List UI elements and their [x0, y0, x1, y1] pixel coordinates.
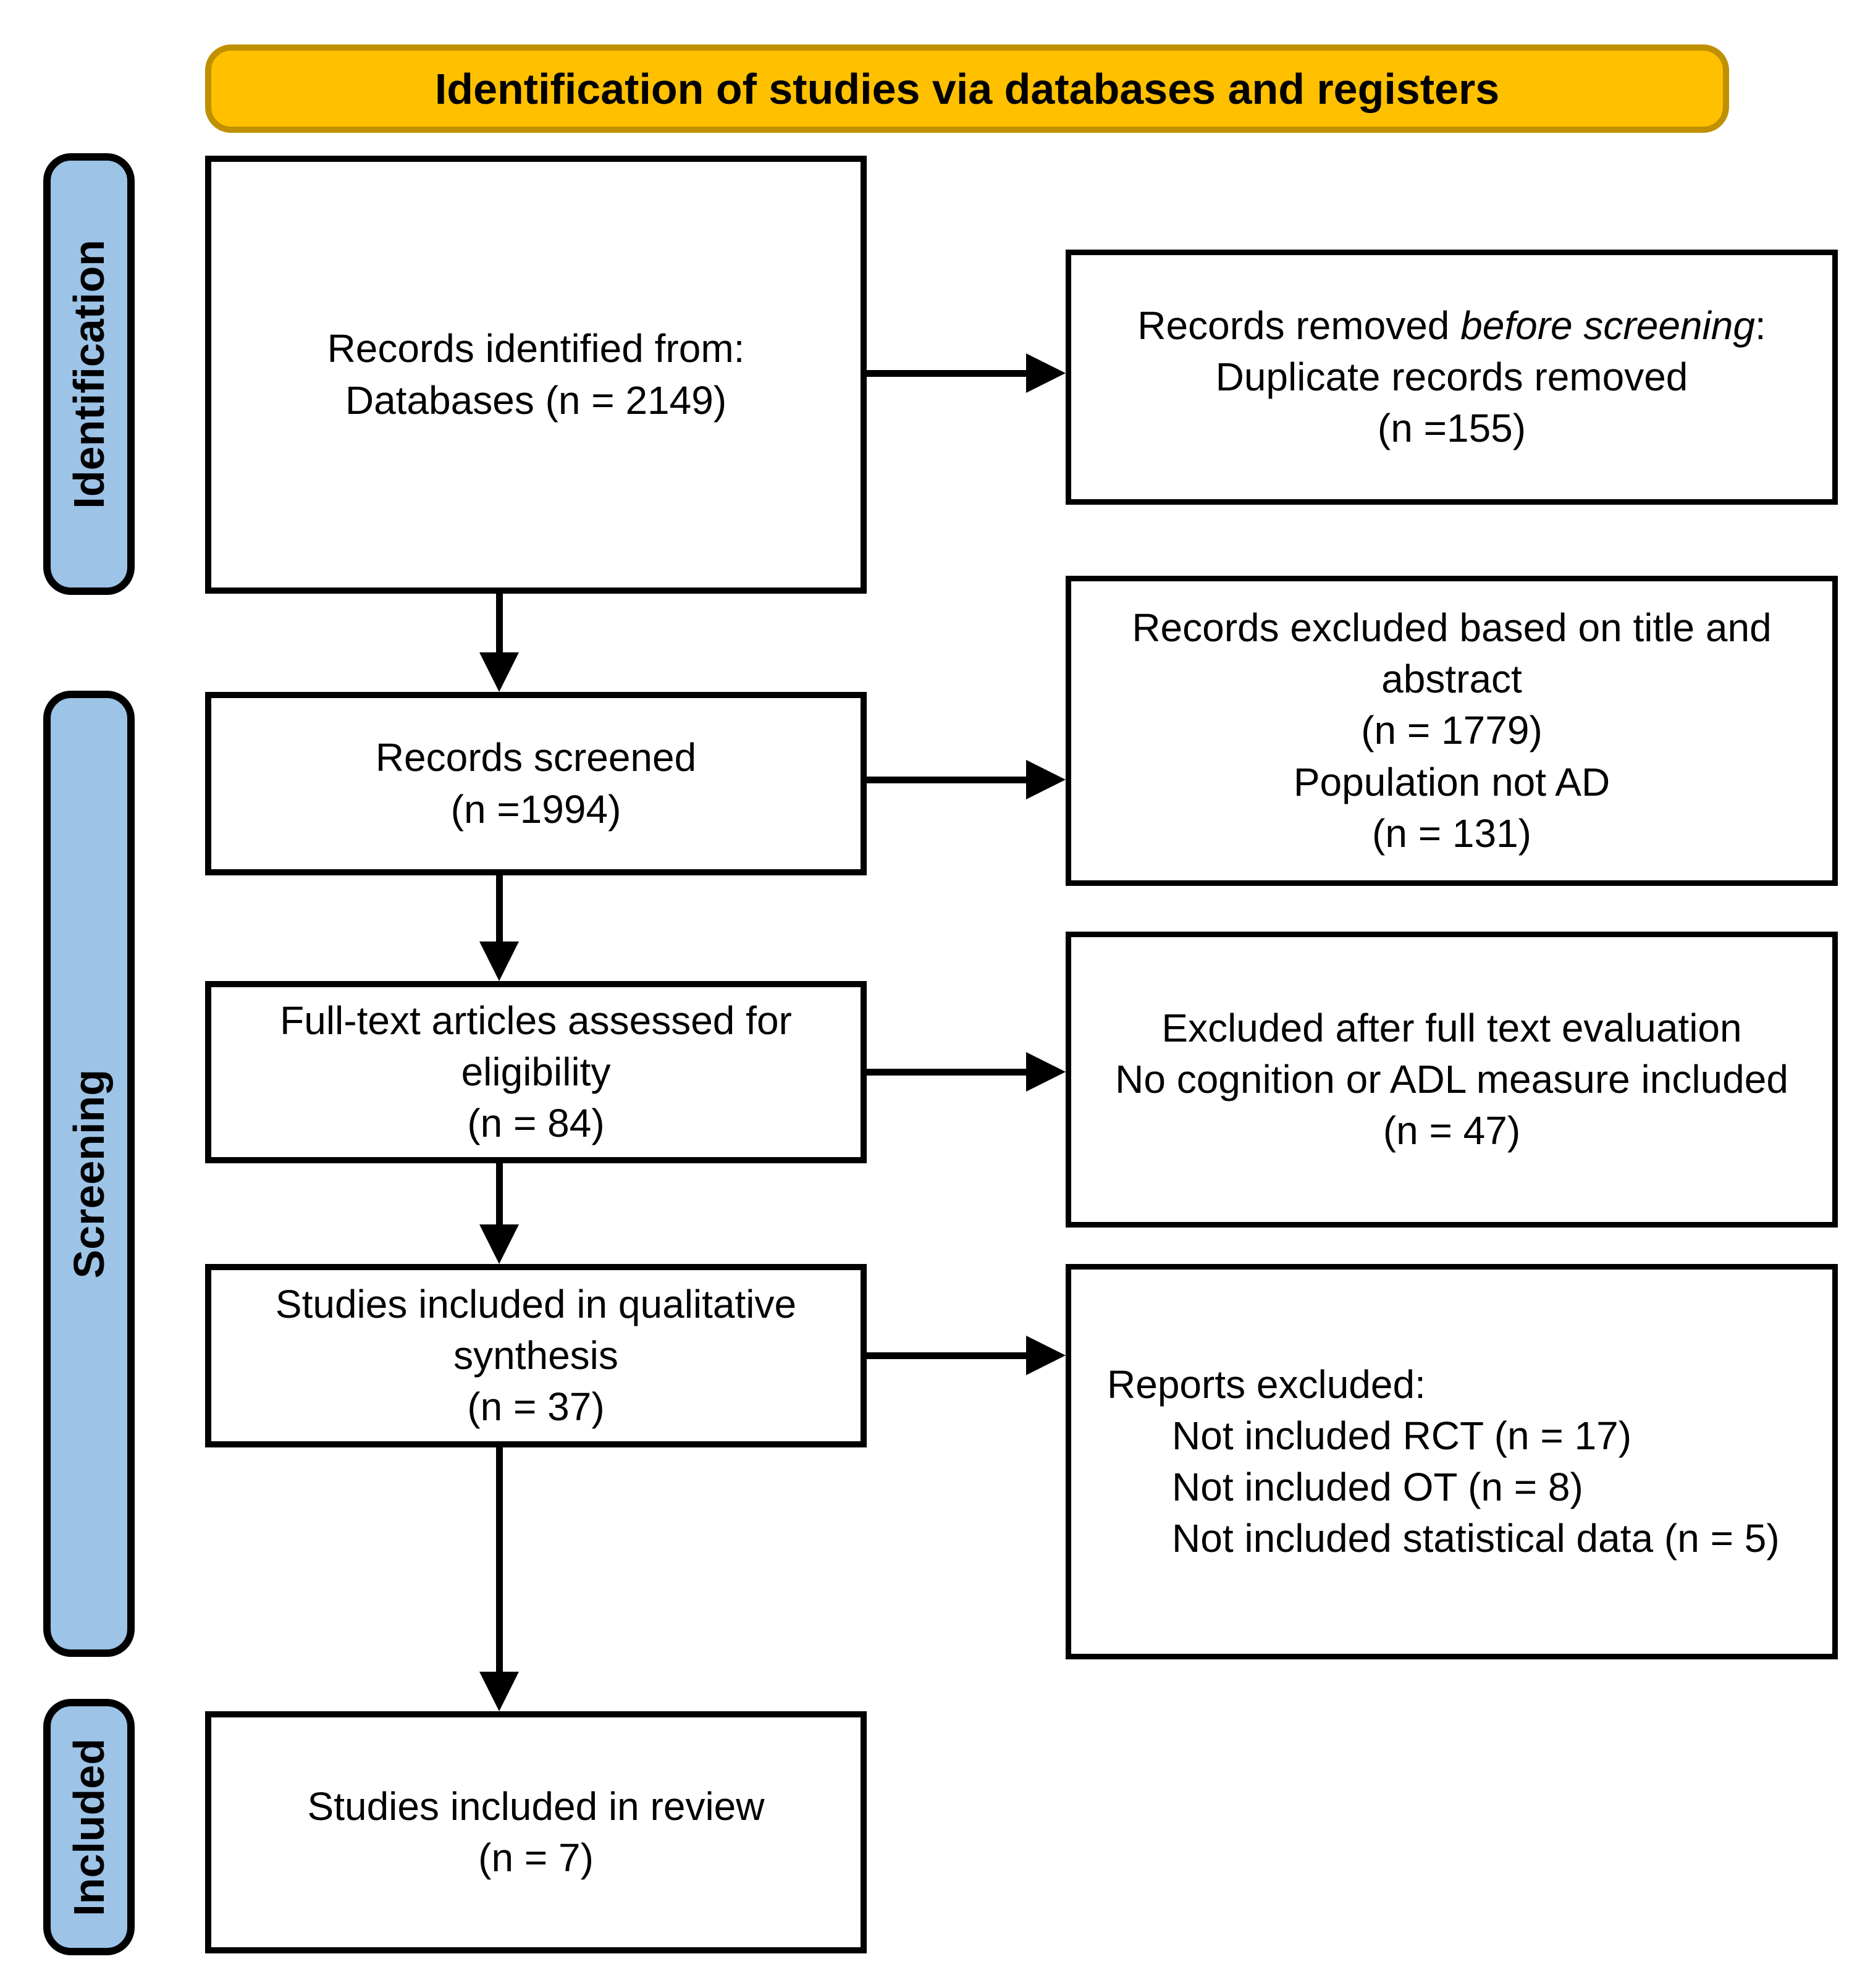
text-line: Studies included in review: [307, 1784, 765, 1829]
text-line: synthesis: [453, 1333, 618, 1378]
text-line: (n = 1779): [1361, 708, 1543, 753]
text-line: Reports excluded:: [1107, 1362, 1426, 1407]
text-line: (n = 131): [1372, 811, 1531, 856]
text-line: (n =1994): [450, 786, 621, 832]
phase-band-included: Included: [43, 1699, 135, 1955]
arrow-fulltext-to-excluded-stem: [867, 1069, 1026, 1076]
arrow-fulltext-to-excluded-head: [1026, 1052, 1066, 1092]
text-fragment: Records removed: [1137, 303, 1461, 348]
text-line: Not included statistical data (n = 5): [1172, 1516, 1780, 1561]
text-line: Duplicate records removed: [1215, 354, 1688, 399]
text-line: Records excluded based on title and: [1132, 605, 1772, 651]
arrow-identified-to-screened-head: [479, 652, 519, 692]
arrow-identified-to-removed-stem: [867, 370, 1026, 377]
text-line: (n =155): [1377, 406, 1526, 451]
box-excluded-fulltext: Excluded after full text evaluation No c…: [1066, 932, 1838, 1228]
text-line: Databases (n = 2149): [345, 377, 727, 423]
box-included-review: Studies included in review (n = 7): [205, 1711, 867, 1953]
arrow-screened-to-fulltext-stem: [496, 875, 503, 941]
phase-label-screening: Screening: [65, 1069, 113, 1279]
arrow-screened-to-fulltext-head: [479, 941, 519, 981]
arrow-screened-to-excluded-stem: [867, 777, 1026, 783]
arrow-identified-to-screened-stem: [496, 594, 503, 652]
arrow-fulltext-to-qualitative-stem: [496, 1163, 503, 1224]
arrow-qualitative-to-review-stem: [496, 1447, 503, 1672]
title-banner-label: Identification of studies via databases …: [434, 64, 1500, 113]
text-line: Not included OT (n = 8): [1172, 1465, 1583, 1509]
text-line: Records removed before screening:: [1137, 300, 1766, 352]
phase-band-screening: Screening: [43, 691, 135, 1657]
text-line: Records identified from:: [327, 326, 745, 371]
box-records-screened: Records screened (n =1994): [205, 692, 867, 875]
text-line: Not included RCT (n = 17): [1172, 1413, 1632, 1458]
text-line: eligibility: [461, 1049, 611, 1094]
arrow-identified-to-removed-head: [1026, 353, 1066, 393]
box-records-identified: Records identified from: Databases (n = …: [205, 156, 867, 594]
arrow-qualitative-to-reports-head: [1026, 1336, 1066, 1375]
text-line: Studies included in qualitative: [275, 1281, 797, 1326]
text-line: Population not AD: [1293, 759, 1610, 804]
box-fulltext-assessed: Full-text articles assessed for eligibil…: [205, 981, 867, 1163]
text-line: No cognition or ADL measure included: [1115, 1056, 1788, 1101]
arrow-qualitative-to-reports-stem: [867, 1352, 1026, 1359]
box-qualitative-synthesis: Studies included in qualitative synthesi…: [205, 1264, 867, 1447]
box-reports-excluded: Reports excluded: Not included RCT (n = …: [1066, 1264, 1838, 1659]
text-line: (n = 37): [467, 1384, 605, 1430]
phase-band-identification: Identification: [43, 153, 135, 595]
box-records-removed: Records removed before screening: Duplic…: [1066, 250, 1838, 505]
text-line: Excluded after full text evaluation: [1161, 1005, 1742, 1050]
text-line: Full-text articles assessed for: [280, 998, 792, 1043]
title-banner: Identification of studies via databases …: [205, 44, 1729, 133]
text-fragment: :: [1754, 303, 1766, 348]
text-line: abstract: [1381, 657, 1522, 702]
phase-label-included: Included: [65, 1738, 113, 1916]
arrow-qualitative-to-review-head: [479, 1672, 519, 1711]
text-line: (n = 7): [478, 1835, 594, 1880]
text-line: (n = 47): [1383, 1108, 1521, 1153]
box-records-excluded-title-abstract: Records excluded based on title and abst…: [1066, 576, 1838, 886]
text-fragment-italic: before screening: [1460, 303, 1755, 348]
arrow-screened-to-excluded-head: [1026, 760, 1066, 799]
text-line: Records screened: [375, 735, 697, 780]
phase-label-identification: Identification: [65, 239, 113, 509]
arrow-fulltext-to-qualitative-head: [479, 1224, 519, 1264]
text-line: (n = 84): [467, 1101, 605, 1146]
